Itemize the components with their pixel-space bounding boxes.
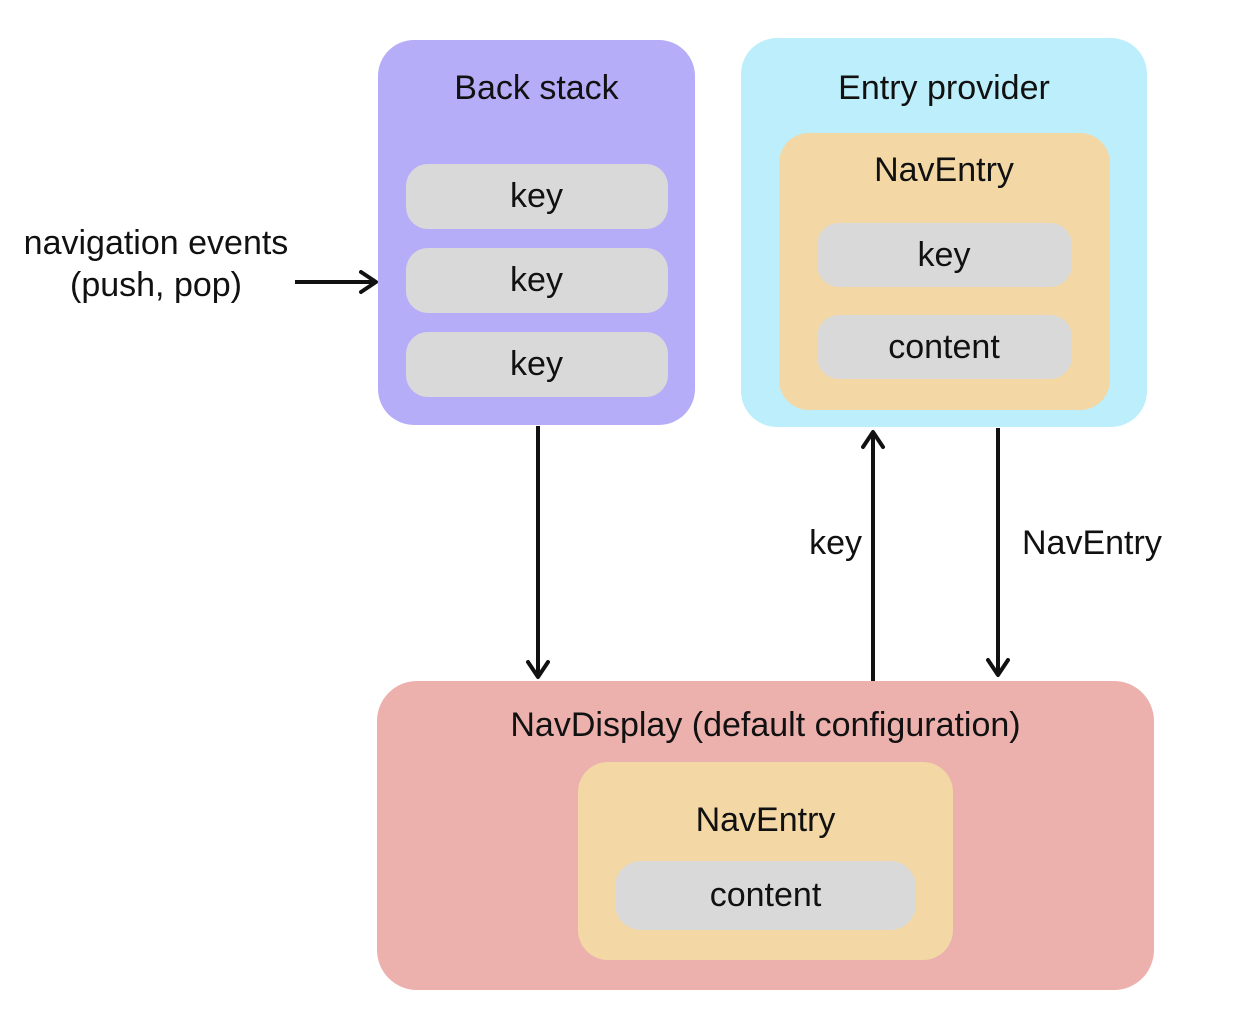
back-stack-key-pill: key [405,164,668,229]
nav-display-title: NavDisplay (default configuration) [510,706,1021,744]
navigation-events-label: navigation events (push, pop) [8,222,304,306]
nav-display-naventry-title: NavEntry [695,801,836,839]
back-stack-key-pill: key [405,332,668,397]
nav-display-naventry-box: NavEntry content [578,762,953,960]
nav-display-content-pill: content [615,861,916,930]
back-stack-key-pill: key [405,248,668,313]
entry-provider-naventry-title: NavEntry [874,151,1014,189]
entry-provider-box: Entry provider NavEntry key content [741,38,1147,427]
key-arrow-label: key [809,524,862,562]
back-stack-box: Back stack key key key [378,40,695,425]
back-stack-title: Back stack [454,69,619,107]
entry-provider-naventry-box: NavEntry key content [778,133,1110,410]
navigation-events-line1: navigation events [23,224,289,262]
naventry-arrow-label: NavEntry [1022,524,1162,562]
nav-display-box: NavDisplay (default configuration) NavEn… [377,681,1154,990]
entry-provider-key-pill: key [816,223,1072,287]
entry-provider-content-pill: content [816,315,1072,379]
navigation-events-line2: (push, pop) [70,266,242,304]
entry-provider-title: Entry provider [838,69,1050,107]
